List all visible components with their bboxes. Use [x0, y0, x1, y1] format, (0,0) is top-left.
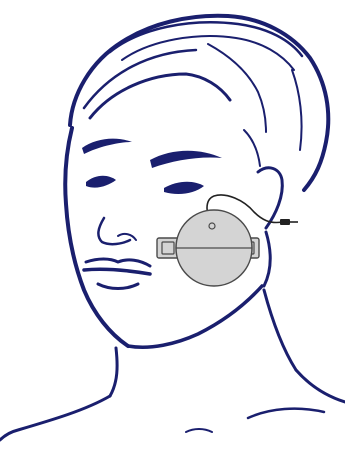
jaw-line [128, 286, 262, 347]
lower-lip [98, 284, 138, 289]
hair-strand-4 [292, 70, 302, 150]
hair [70, 16, 328, 190]
upper-lip [86, 259, 150, 266]
neck-right [264, 290, 296, 370]
right-eyebrow [150, 151, 222, 168]
nose [98, 218, 136, 244]
collar-left [186, 429, 212, 432]
left-eye [86, 176, 116, 188]
plug-body [280, 219, 290, 225]
left-eyebrow [82, 139, 132, 154]
right-eye [164, 182, 204, 194]
neck-shoulders [0, 290, 345, 440]
mouth [84, 259, 150, 289]
face-right-contour [264, 232, 270, 286]
nose-bridge [98, 218, 130, 244]
shoulder-left [0, 396, 110, 440]
hair-temple [244, 130, 260, 166]
neck-left [110, 348, 117, 396]
face-left-contour [65, 128, 128, 346]
nostril [118, 234, 136, 240]
lip-line [84, 269, 150, 274]
shoulder-right [296, 370, 345, 402]
eyes [82, 139, 222, 194]
collar-right [248, 409, 324, 418]
hair-strand-1 [122, 36, 294, 70]
